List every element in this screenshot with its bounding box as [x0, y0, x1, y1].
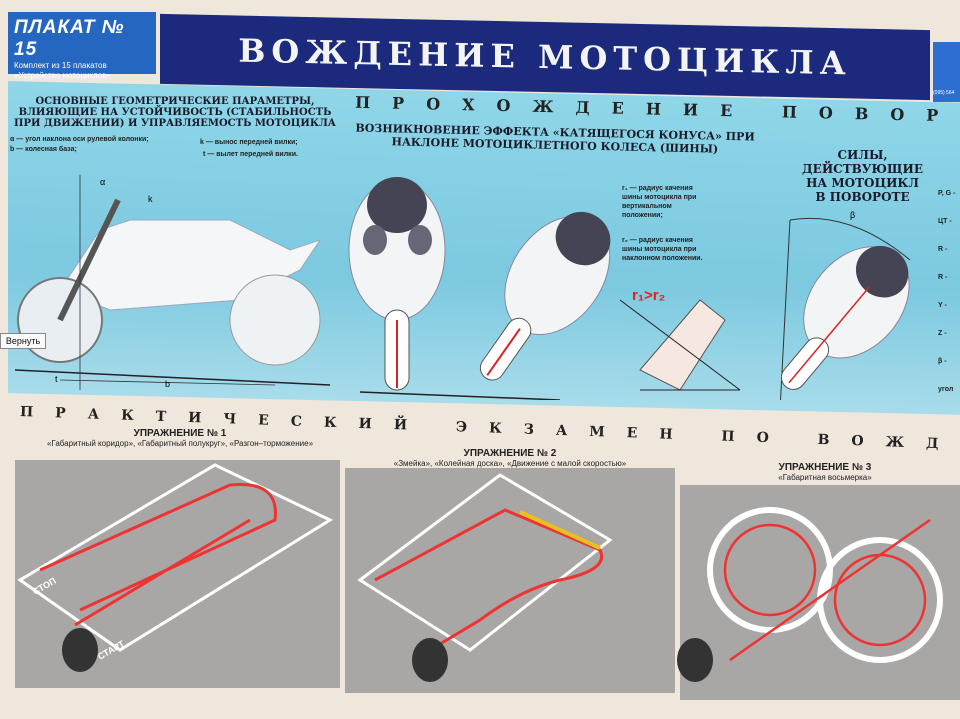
legend-y: Y -	[938, 302, 947, 309]
corner-box: (095) 564	[933, 42, 960, 102]
motorcycle-icon	[412, 638, 448, 682]
legend-pg: P, G -	[938, 190, 956, 197]
exercise-1-subtitle: «Габаритный коридор», «Габаритный полукр…	[46, 439, 314, 448]
poster-badge: ПЛАКАТ № 15 Комплект из 15 плакатов «Уст…	[8, 12, 156, 80]
exercise-3-course	[677, 507, 943, 682]
corner-text: (095) 564	[933, 90, 955, 96]
exercise-1-caption: УПРАЖНЕНИЕ № 1 «Габаритный коридор», «Га…	[15, 428, 345, 448]
exercise-2-panel	[345, 468, 675, 693]
legend-z: Z -	[938, 330, 947, 337]
forces-heading: СИЛЫ, ДЕЙСТВУЮЩИЕ НА МОТОЦИКЛ В ПОВОРОТЕ	[802, 148, 923, 204]
motorcycle-front-upright	[348, 177, 561, 400]
exercise-2-course	[357, 473, 613, 682]
exercise-1-title: УПРАЖНЕНИЕ № 1	[133, 428, 227, 439]
exercise-3-caption: УПРАЖНЕНИЕ № 3 «Габаритная восьмерка»	[760, 462, 890, 482]
legend-t: t — вылет передней вилки.	[203, 151, 298, 158]
exam-illustrations: СТОП СТАРТ	[17, 463, 943, 682]
poster-series: «Устройство мотоциклов»	[14, 71, 111, 80]
exercise-2-caption: УПРАЖНЕНИЕ № 2 «Змейка», «Колейная доска…	[350, 448, 670, 468]
beta-label: β	[850, 210, 855, 220]
legend-r2: R -	[938, 274, 948, 281]
motorcycle-turn-forces: β	[780, 210, 911, 400]
exercise-3-subtitle: «Габаритная восьмерка»	[778, 473, 872, 482]
exercise-1-course: СТОП СТАРТ	[17, 463, 334, 672]
b-label: b	[165, 379, 170, 389]
exercise-3-title: УПРАЖНЕНИЕ № 3	[778, 462, 872, 473]
restore-button[interactable]: Вернуть	[0, 333, 46, 349]
motorcycle-icon	[62, 628, 98, 672]
legend-beta: β - угол	[938, 358, 954, 393]
geometry-heading: ОСНОВНЫЕ ГЕОМЕТРИЧЕСКИЕ ПАРАМЕТРЫ, ВЛИЯЮ…	[14, 96, 336, 129]
legend-alpha: α — угол наклона оси рулевой колонки;	[10, 136, 149, 143]
r1-text: r₁ — радиус качения шины мотоцикла при в…	[622, 185, 697, 219]
t-label: t	[55, 374, 58, 384]
legend-base: b — колесная база;	[10, 146, 77, 153]
motorcycle-icon	[677, 638, 713, 682]
forces-legend: P, G - ЦТ - R - R - Y - Z - β - угол	[938, 180, 960, 404]
legend-k: k — вынос передней вилки;	[200, 139, 298, 146]
cone-diagram	[619, 299, 741, 391]
motorcycle-front-leaning	[479, 211, 611, 381]
stop-label: СТОП	[31, 576, 58, 597]
legend-ct: ЦТ -	[938, 218, 952, 225]
poster-title: ВОЖДЕНИЕ МОТОЦИКЛА	[238, 31, 852, 83]
exercise-2-title: УПРАЖНЕНИЕ № 2	[463, 448, 557, 459]
alpha-label: α	[100, 177, 105, 187]
k-label: k	[148, 194, 153, 204]
motorcycle-side-illustration: α k t b	[14, 175, 331, 390]
legend-r: R -	[938, 246, 948, 253]
poster-set: Комплект из 15 плакатов	[14, 61, 107, 70]
top-illustrations: α k t b β	[14, 175, 911, 400]
poster-number: ПЛАКАТ № 15	[14, 17, 125, 60]
exercise-2-subtitle: «Змейка», «Колейная доска», «Движение с …	[393, 459, 627, 468]
r2-text: r₂ — радиус качения шины мотоцикла при н…	[622, 237, 703, 262]
radius-formula: r₁>r₂	[632, 287, 666, 304]
